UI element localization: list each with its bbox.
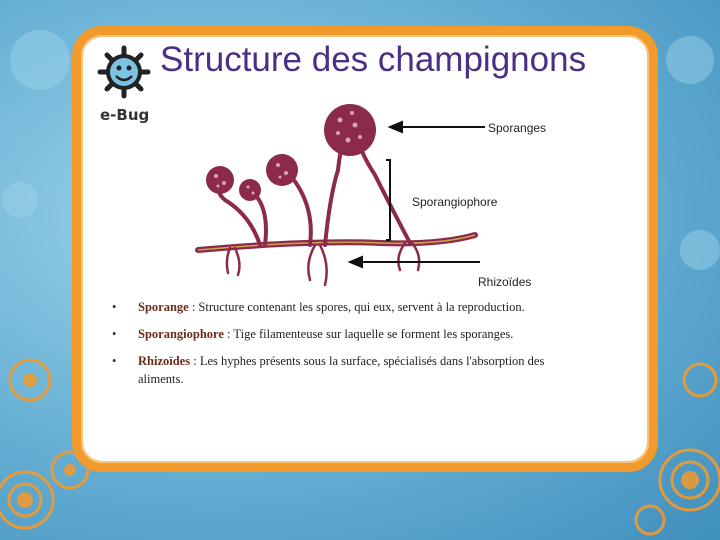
- label-sporanges: Sporanges: [488, 121, 547, 135]
- page-title: Structure des champignons: [160, 40, 587, 79]
- fungus-diagram: [195, 104, 485, 287]
- definition-item: • Sporangiophore : Tige filamenteuse sur…: [110, 325, 570, 343]
- definition-term: Sporangiophore: [138, 327, 224, 342]
- ebug-logo-icon: e-Bug: [97, 45, 151, 124]
- rhizoids: [225, 241, 421, 287]
- bullet-icon: •: [112, 354, 117, 369]
- definition-item: • Sporange : Structure contenant les spo…: [110, 298, 570, 316]
- sporanges: [206, 104, 376, 201]
- bullet-icon: •: [112, 327, 117, 342]
- label-sporangiophore: Sporangiophore: [412, 195, 498, 209]
- svg-text:e-Bug: e-Bug: [100, 106, 149, 124]
- label-pointers: [347, 120, 485, 269]
- definitions-list: • Sporange : Structure contenant les spo…: [110, 298, 570, 398]
- definition-term: Sporange: [138, 300, 189, 314]
- definition-text: : Tige filamenteuse sur laquelle se form…: [223, 327, 514, 342]
- content-card: [72, 26, 658, 472]
- definition-term: Rhizoïdes: [138, 354, 191, 369]
- definition-text: : Structure contenant les spores, qui eu…: [188, 300, 525, 314]
- definition-item: • Rhizoïdes : Les hyphes présents sous l…: [110, 352, 570, 388]
- label-rhizoides: Rhizoïdes: [478, 275, 532, 289]
- bullet-icon: •: [112, 300, 117, 314]
- definition-text: : Les hyphes présents sous la surface, s…: [138, 354, 545, 387]
